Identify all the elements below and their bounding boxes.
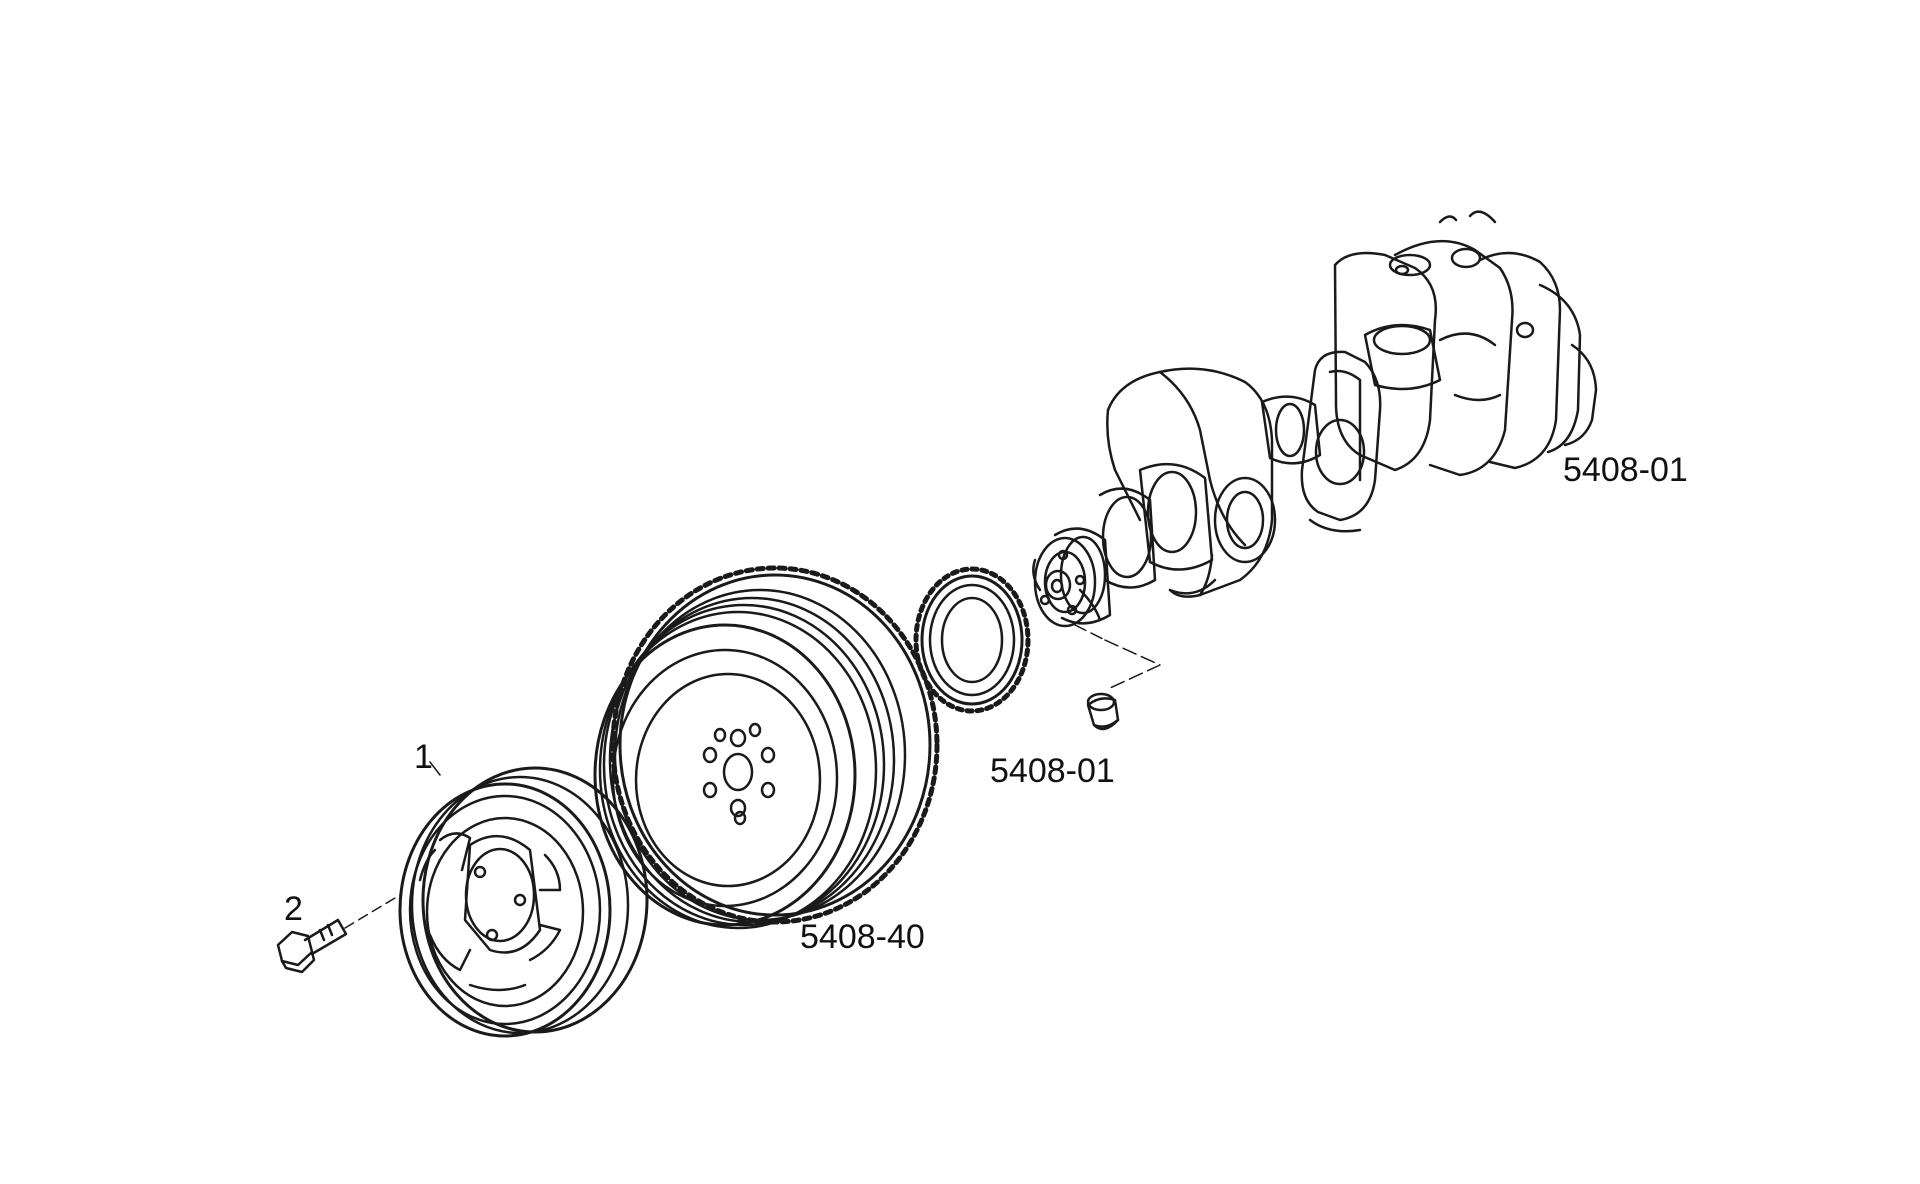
sensor-gear-ring — [913, 566, 1031, 714]
bolt-callout-number: 2 — [284, 890, 303, 928]
crankshaft-part-number: 5408-01 — [1563, 451, 1688, 489]
bolt — [276, 918, 348, 974]
dowel-leader-line — [1074, 624, 1161, 689]
dowel-pin — [1086, 692, 1120, 731]
dowel-pin-part-number: 5408-01 — [990, 752, 1115, 790]
pulley-callout-number: 1 — [414, 738, 433, 776]
damper-pulley — [593, 565, 940, 930]
pulley-label-leader — [429, 761, 441, 776]
damper-pulley-part-number: 5408-40 — [800, 918, 925, 956]
bolt-leader-line — [344, 894, 401, 929]
pulley — [398, 766, 649, 1038]
crankshaft — [1032, 210, 1598, 628]
